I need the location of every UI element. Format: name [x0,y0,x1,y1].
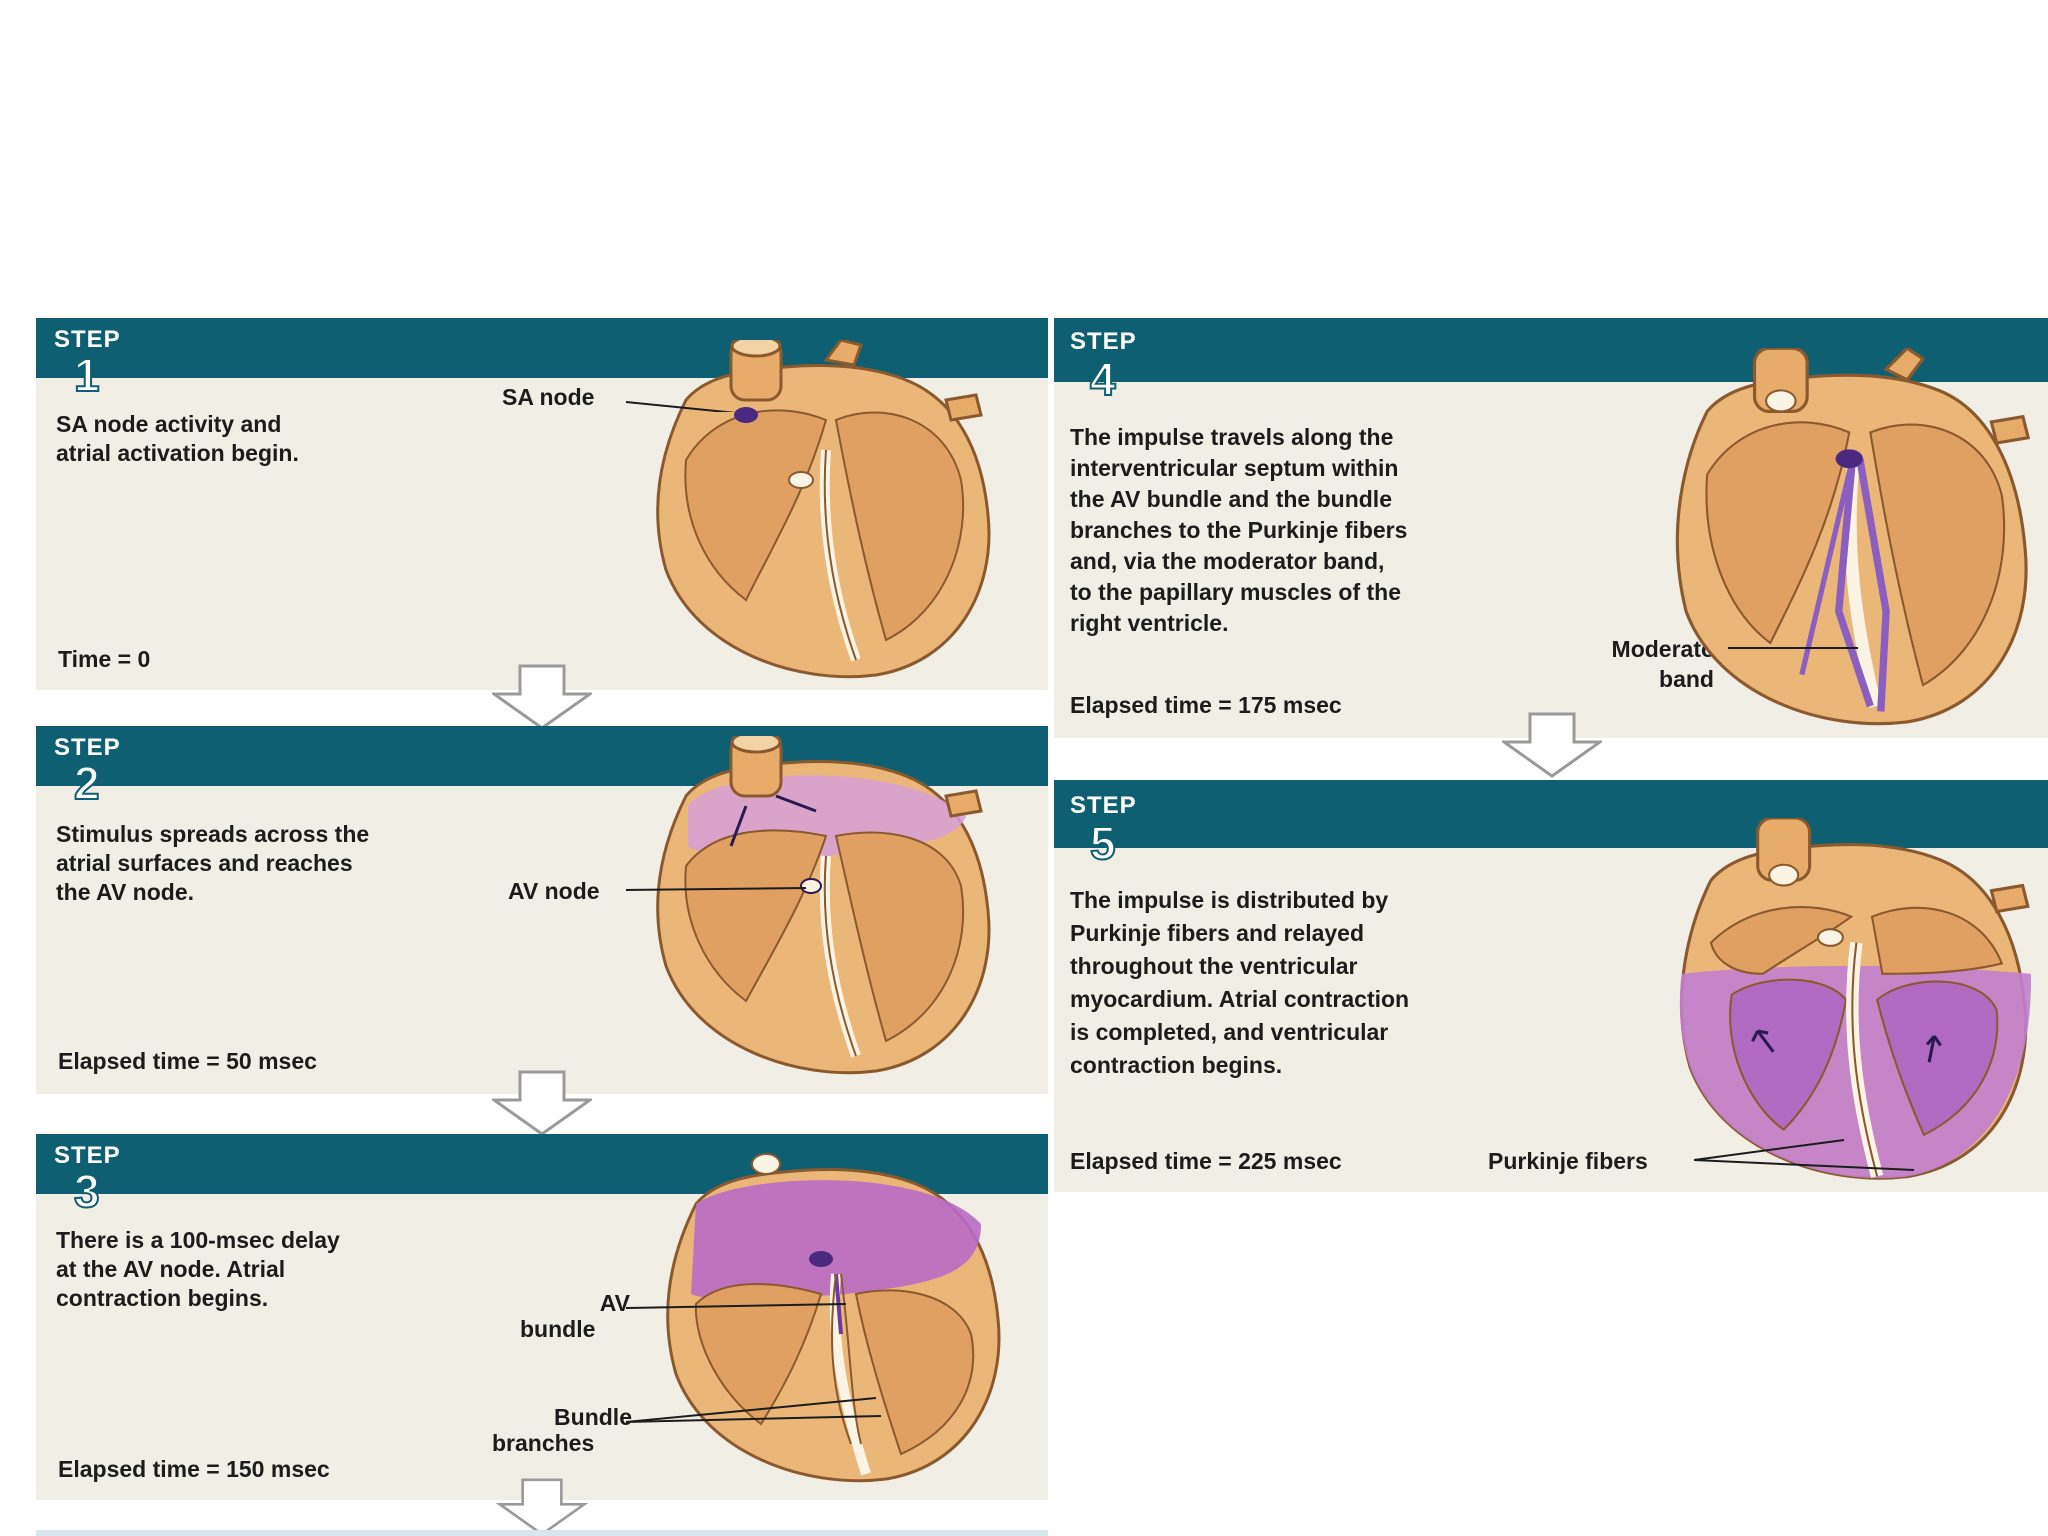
step-5-label: STEP [1070,792,1137,819]
heart-diagram-icon [656,340,991,679]
step-1-header [36,318,1048,378]
step-2-label: STEP [54,734,121,761]
heart-body [656,340,991,679]
step-2-number: 2 [73,757,101,809]
av-node-pointer [626,887,807,891]
step-1-number: 1 [73,349,101,401]
step-4-description: The impulse travels along the interventr… [1070,424,1408,636]
av-node-label: AV node [508,878,600,904]
sa-node-marker [734,407,758,423]
step-4-number: 4 [1089,353,1117,405]
step-3-number: 3 [73,1165,101,1217]
step-3-description: There is a 100-msec delay at the AV node… [56,1227,340,1311]
step-2-description: Stimulus spreads across the atrial surfa… [56,821,370,905]
step-3-label: STEP [54,1142,121,1169]
bundle-pointers [626,1303,882,1423]
step-2-time: Elapsed time = 50 msec [58,1048,317,1074]
heart-diagram-icon [666,1153,1001,1483]
next-panel-edge [36,1530,1048,1536]
step-4-time: Elapsed time = 175 msec [1070,692,1342,718]
step-5-header [1054,780,2048,848]
step-5-number: 5 [1089,817,1117,869]
step-5-description: The impulse is distributed by Purkinje f… [1070,887,1410,1078]
down-arrow-icon [492,664,592,730]
av-node-marker [809,1251,833,1267]
step-3-panel: STEP 3 There is a 100-msec delay at the … [36,1134,1048,1500]
sa-node-label: SA node [502,384,595,410]
purkinje-fibers-label: Purkinje fibers [1488,1148,1648,1174]
heart-diagram-icon [1675,348,2031,726]
bundle-branches-label: Bundle [554,1404,632,1430]
step-2-panel: STEP 2 Stimulus spreads across the atria… [36,726,1048,1094]
down-arrow-icon [1502,712,1602,778]
av-bundle-label-2: bundle [520,1316,596,1342]
step-1-label: STEP [54,326,121,353]
step-1-time: Time = 0 [58,646,151,672]
heart-diagram-icon [656,736,991,1075]
step-1-panel: STEP 1 SA node activity and atrial activ… [36,318,1048,690]
down-arrow-icon [495,1478,589,1536]
step-5-time: Elapsed time = 225 msec [1070,1148,1342,1174]
step-4-label: STEP [1070,328,1137,355]
sa-node-pointer [626,401,737,412]
step-4-panel: STEP 4 The impulse travels along the int… [1054,318,2048,738]
step-5-panel: STEP 5 The impulse is distributed by Pur… [1054,780,2048,1192]
step-1-description: SA node activity and atrial activation b… [56,411,299,466]
bundle-branches-label-2: branches [492,1430,595,1456]
step-3-time: Elapsed time = 150 msec [58,1456,330,1482]
moderator-band-pointer [1728,647,1858,649]
av-bundle-label: AV [599,1290,630,1316]
down-arrow-icon [492,1070,592,1136]
step-4-header [1054,318,2048,382]
av-node-marker [800,878,822,894]
purkinje-pointers [1694,1139,1915,1171]
heart-diagram-icon [1679,818,2031,1180]
av-node-marker [1835,449,1863,469]
